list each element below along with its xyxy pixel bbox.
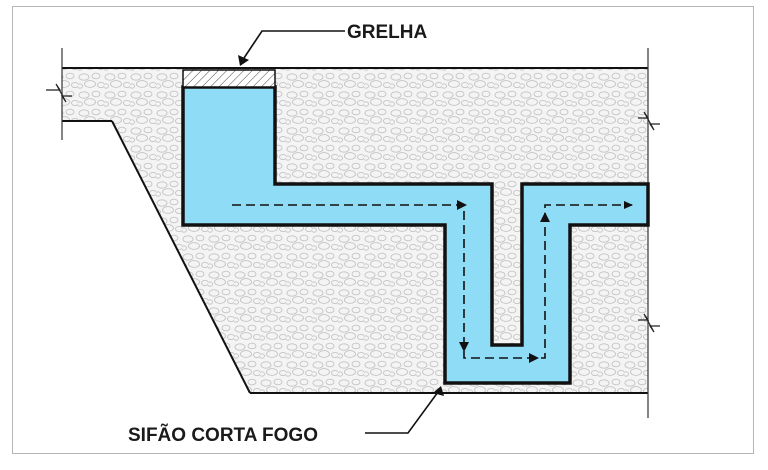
label-grelha: GRELHA <box>347 22 428 43</box>
break-marks <box>46 83 660 333</box>
slab-outline <box>62 67 648 394</box>
leader-lines <box>243 30 439 434</box>
water-channel <box>181 85 650 385</box>
flow-arrowheads <box>457 200 550 363</box>
leader-arrowheads <box>238 55 444 396</box>
flow-arrows <box>232 201 633 359</box>
grating <box>182 69 276 88</box>
label-sifao: SIFÃO CORTA FOGO <box>128 424 318 446</box>
